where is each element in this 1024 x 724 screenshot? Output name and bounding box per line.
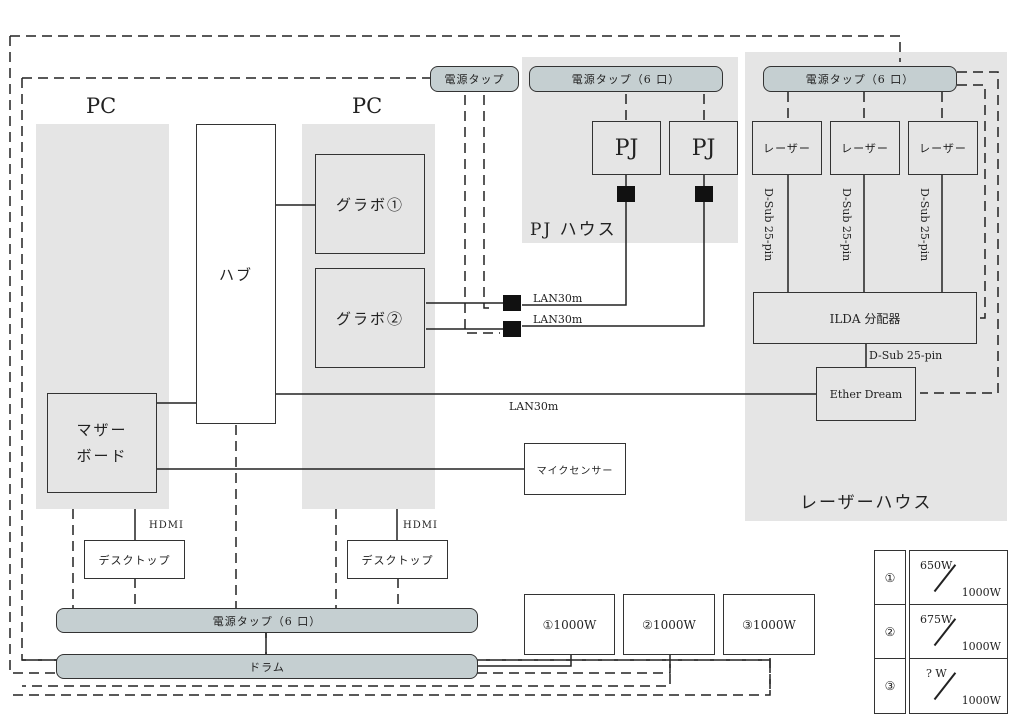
pc-right-title: PC (352, 94, 383, 118)
hub-box[interactable]: ハブ (196, 124, 276, 424)
legend-row-2-capacity: 1000W (961, 640, 1001, 653)
lan-pj1-label: LAN30m (533, 292, 583, 305)
desktop-left-box[interactable]: デスクトップ (84, 540, 185, 579)
dsub-3-label: D-Sub 25-pin (918, 188, 931, 262)
ether-dream-label: Ether Dream (829, 387, 903, 401)
laser2-box[interactable]: レーザー (830, 121, 900, 175)
lan2-connector (503, 321, 521, 337)
power-tap-pj-label: 電源タップ（6 口） (571, 73, 681, 86)
legend-row-3-id: ③ (874, 658, 906, 714)
laser1-box[interactable]: レーザー (752, 121, 822, 175)
pj2-connector (695, 186, 713, 202)
pj2-label: PJ (691, 135, 716, 161)
gpu2-label: グラボ② (335, 309, 404, 328)
lan1-connector (503, 295, 521, 311)
ilda-box[interactable]: ILDA 分配器 (753, 292, 977, 344)
desktop-right-box[interactable]: デスクトップ (347, 540, 448, 579)
motherboard-label-2: ボード (76, 447, 128, 465)
legend-row-2-id: ② (874, 604, 906, 660)
legend-row-2-used: 675W (920, 613, 953, 626)
pj1-label: PJ (614, 135, 639, 161)
power-tap-main[interactable]: 電源タップ（6 口） (56, 608, 478, 633)
legend-row-1-used: 650W (920, 559, 953, 572)
pj1-box[interactable]: PJ (592, 121, 661, 175)
legend-row-1-capacity: 1000W (961, 586, 1001, 599)
hdmi-left-label: HDMI (149, 520, 184, 531)
laser3-label: レーザー (919, 142, 967, 155)
gpu1-label: グラボ① (335, 195, 404, 214)
desktop-right-label: デスクトップ (361, 553, 434, 567)
gpu2-box[interactable]: グラボ② (315, 268, 425, 368)
lan-ether-label: LAN30m (509, 400, 559, 413)
ether-dream-box[interactable]: Ether Dream (816, 367, 916, 421)
power-drum-label: ドラム (249, 660, 285, 674)
legend-row-3-used: ? W (926, 667, 947, 680)
generator-2-box[interactable]: ②1000W (623, 594, 715, 655)
hdmi-right-label: HDMI (403, 520, 438, 531)
power-tap-main-label: 電源タップ（6 口） (212, 614, 322, 628)
small-tap-drop-1 (464, 95, 500, 334)
legend-row-2-value: 675W 1000W (909, 604, 1008, 660)
legend-row-1-id: ① (874, 550, 906, 606)
pj1-connector (617, 186, 635, 202)
dsub-ilda-label: D-Sub 25-pin (869, 349, 943, 362)
generator-1-box[interactable]: ①1000W (524, 594, 615, 655)
pj-house-title: PJ ハウス (530, 220, 617, 240)
small-tap-drop-2 (483, 95, 492, 309)
power-tap-laser-label: 電源タップ（6 口） (805, 73, 915, 86)
generator-1-label: ①1000W (542, 617, 597, 632)
ilda-label: ILDA 分配器 (829, 311, 901, 326)
dsub-2-label: D-Sub 25-pin (840, 188, 853, 262)
laser1-label: レーザー (763, 142, 811, 155)
mic-sensor-box[interactable]: マイクセンサー (524, 443, 626, 495)
laser2-label: レーザー (841, 142, 889, 155)
laser-house-title: レーザーハウス (800, 493, 933, 513)
desktop-left-label: デスクトップ (98, 553, 171, 567)
hub-label: ハブ (218, 265, 253, 284)
gpu1-box[interactable]: グラボ① (315, 154, 425, 254)
generator-3-box[interactable]: ③1000W (723, 594, 815, 655)
laser3-box[interactable]: レーザー (908, 121, 978, 175)
legend-row-3-value: ? W 1000W (909, 658, 1008, 714)
power-tap-small[interactable]: 電源タップ (430, 66, 519, 92)
power-tap-pj[interactable]: 電源タップ（6 口） (529, 66, 723, 92)
motherboard-label-1: マザー (76, 421, 128, 439)
power-tap-small-label: 電源タップ (444, 73, 505, 86)
power-tap-laser[interactable]: 電源タップ（6 口） (763, 66, 957, 92)
power-drum[interactable]: ドラム (56, 654, 478, 679)
legend-row-1-value: 650W 1000W (909, 550, 1008, 606)
pc-left-title: PC (86, 94, 117, 118)
dsub-1-label: D-Sub 25-pin (762, 188, 775, 262)
generator-3-label: ③1000W (742, 617, 796, 632)
lan-pj2-label: LAN30m (533, 313, 583, 326)
drum-to-gen1 (478, 655, 572, 667)
mic-sensor-label: マイクセンサー (536, 465, 614, 477)
generator-2-label: ②1000W (642, 617, 696, 632)
legend-row-3-capacity: 1000W (961, 694, 1001, 707)
motherboard-box[interactable]: マザー ボード (47, 393, 157, 493)
pj2-box[interactable]: PJ (669, 121, 738, 175)
